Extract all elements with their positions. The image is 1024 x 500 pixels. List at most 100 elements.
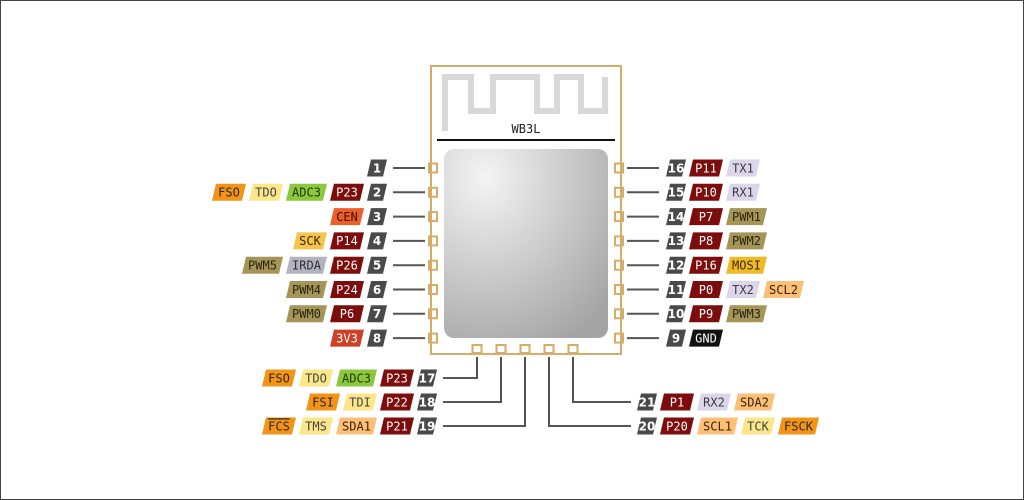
- pin-9-label-gnd: GND: [689, 329, 723, 347]
- pin-8-number: 8: [367, 329, 387, 347]
- pin-3-label-cen-bg: [330, 208, 364, 226]
- pin-15-pad: [614, 186, 624, 198]
- pin-9-number-text: 9: [672, 331, 680, 345]
- pin-5-label-p26-text: P26: [336, 259, 358, 273]
- module-outline: WB3L: [430, 65, 622, 355]
- pin-20-label-fsck: FSCK: [778, 417, 819, 435]
- module-name: WB3L: [512, 122, 541, 136]
- pin-17-label-tdo-text: TDO: [305, 371, 327, 385]
- pin-9-number: 9: [666, 329, 686, 347]
- pin-15-label-rx1-text: RX1: [732, 186, 754, 200]
- pin-17-label-tdo-bg: [299, 369, 333, 387]
- pin-21-label-p1: P1: [660, 393, 694, 411]
- pin-6-label-pwm4-text: PWM4: [292, 283, 321, 297]
- pin-4-pad: [428, 235, 438, 247]
- pin-12-label-p16-bg: [689, 256, 723, 274]
- pin-14-label-p7: P7: [689, 208, 723, 226]
- pin-17-number: 17: [417, 369, 437, 387]
- pin-21-label-p1-text: P1: [670, 395, 684, 409]
- pin-20-number: 20: [637, 417, 657, 435]
- pin-13-number: 13: [666, 232, 686, 250]
- pin-19-label-tms-bg: [299, 417, 333, 435]
- pin-21-number: 21: [637, 393, 657, 411]
- pin-13-number-bg: [666, 232, 686, 250]
- pin-14-label-pwm1: PWM1: [726, 208, 767, 226]
- pin-2-label-adc3-bg: [286, 183, 327, 201]
- pin-18-label-fsi: FSI: [306, 393, 340, 411]
- pin-15-label-rx1: RX1: [726, 183, 760, 201]
- pin-15-number: 15: [666, 183, 686, 201]
- pin-3-number: 3: [367, 208, 387, 226]
- bottom-pad-4: [543, 344, 555, 354]
- pin-18-label-tdi-bg: [343, 393, 377, 411]
- pin-11-label-tx2-bg: [726, 281, 760, 298]
- pin-5-label-p26: P26: [330, 256, 364, 274]
- pin-17-number-bg: [417, 369, 437, 387]
- pin-12-number-text: 12: [668, 259, 685, 273]
- pin-19-label-fcs-text: FCS: [268, 419, 290, 433]
- pin-3-number-bg: [367, 208, 387, 226]
- pin-9-label-gnd-bg: [689, 329, 723, 347]
- pin-7-pad: [428, 308, 438, 320]
- pin-19-label-fcs: FCS: [262, 417, 296, 435]
- pin-17-label-adc3-bg: [336, 369, 377, 387]
- pin-19-label-tms: TMS: [299, 417, 333, 435]
- pin-21-label-rx2: RX2: [697, 393, 731, 411]
- pin-20-label-p20-bg: [660, 417, 694, 435]
- bottom-pad-5: [567, 344, 579, 354]
- pin-1-number-bg: [367, 159, 387, 177]
- pin-13-label-p8-text: P8: [699, 234, 713, 248]
- pin-2-label-fso-bg: [212, 183, 246, 201]
- pin-16-label-tx1-bg: [726, 159, 760, 177]
- pin-14-number-text: 14: [668, 210, 685, 224]
- pin-10-number: 10: [666, 305, 686, 323]
- pin-5-label-irda-text: IRDA: [292, 259, 322, 273]
- pin-6-label-p24-text: P24: [336, 283, 358, 297]
- pin-5-label-irda-bg: [286, 256, 327, 274]
- bottom-pad-1: [471, 344, 483, 354]
- pin-7-label-pwm0-bg: [286, 305, 327, 323]
- pin-13-label-pwm2-text: PWM2: [732, 234, 761, 248]
- pin-10-label-pwm3-bg: [726, 305, 767, 323]
- pin-18-label-p22: P22: [380, 393, 414, 411]
- pin-20-label-scl1: SCL1: [697, 417, 738, 435]
- pin-11-label-p0: P0: [689, 281, 723, 298]
- pin-8-number-bg: [367, 329, 387, 347]
- pin-7-label-pwm0: PWM0: [286, 305, 327, 323]
- pin-18-label-fsi-text: FSI: [312, 395, 334, 409]
- pin-6-number: 6: [367, 281, 387, 298]
- pin-12-number-bg: [666, 256, 686, 274]
- pin-11-label-p0-text: P0: [699, 283, 713, 297]
- pin-15-label-p10: P10: [689, 183, 723, 201]
- pin-7-number: 7: [367, 305, 387, 323]
- pin-5-number-bg: [367, 256, 387, 274]
- pin-20-label-scl1-bg: [697, 417, 738, 435]
- pin-18-label-p22-text: P22: [386, 395, 408, 409]
- pin-10-label-pwm3: PWM3: [726, 305, 767, 323]
- pin-21-label-rx2-bg: [697, 393, 731, 411]
- pin-13-label-pwm2-bg: [726, 232, 767, 250]
- pin-20-label-tck-bg: [741, 417, 775, 435]
- pin-18-number-bg: [417, 393, 437, 411]
- pin-6-label-pwm4-bg: [286, 281, 327, 298]
- pin-19-label-sda1: SDA1: [336, 417, 377, 435]
- pin-14-number-bg: [666, 208, 686, 226]
- pin-4-number: 4: [367, 232, 387, 250]
- pin-12-number: 12: [666, 256, 686, 274]
- pin-16-label-tx1: TX1: [726, 159, 760, 177]
- pin-19-label-tms-text: TMS: [305, 419, 327, 433]
- pin-8-label-3v3-text: 3V3: [336, 331, 358, 345]
- pin-21-label-sda2-bg: [734, 393, 775, 411]
- pin-14-number: 14: [666, 208, 686, 226]
- pin-20-number-bg: [637, 417, 657, 435]
- pin-14-label-pwm1-text: PWM1: [732, 210, 761, 224]
- pin-5-pad: [428, 259, 438, 271]
- pin-21-label-rx2-text: RX2: [703, 395, 725, 409]
- pin-11-label-scl2-text: SCL2: [769, 283, 798, 297]
- pin-18-number: 18: [417, 393, 437, 411]
- pin-19-label-p21: P21: [380, 417, 414, 435]
- pin-13-label-p8: P8: [689, 232, 723, 250]
- pin-18-label-tdi-text: TDI: [349, 395, 371, 409]
